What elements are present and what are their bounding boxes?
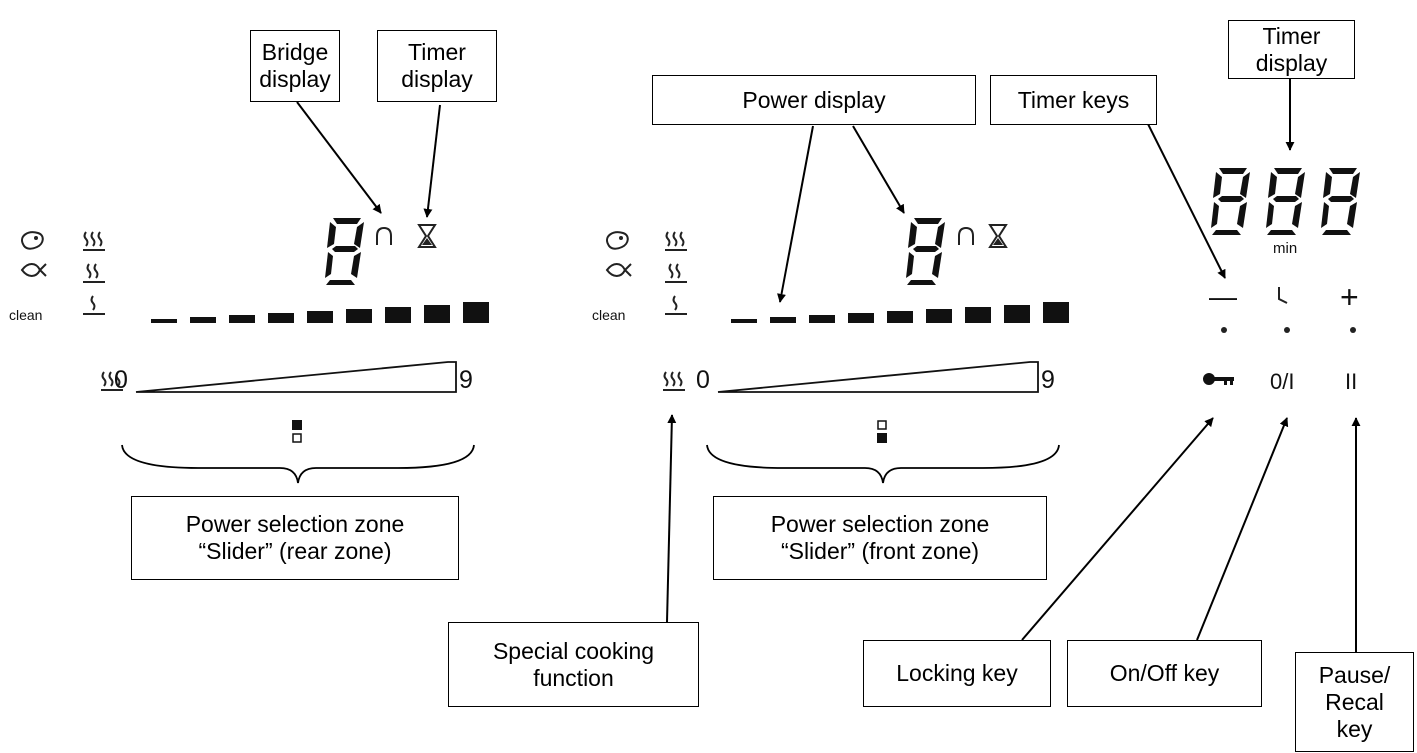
callout-timer-keys: Timer keys — [990, 75, 1157, 125]
heat-low-icon — [83, 295, 105, 315]
timer-digit — [1211, 168, 1250, 235]
callout-pause-key: Pause/ Recal key — [1295, 652, 1414, 752]
pause-symbol: II — [1345, 369, 1358, 394]
clean-label: clean — [592, 307, 626, 323]
fish-icon — [20, 263, 47, 277]
zone-indicator-icon — [292, 420, 302, 443]
timer-digit — [1266, 168, 1305, 235]
callout-timer-display: Timer display — [377, 30, 497, 102]
callout-power-selection-front: Power selection zone “Slider” (front zon… — [713, 496, 1047, 580]
arrow-power-1 — [777, 125, 814, 303]
brace-rear — [121, 444, 475, 484]
indicator-dot — [1221, 327, 1227, 333]
callout-power-display: Power display — [652, 75, 976, 125]
scale-max: 9 — [1041, 366, 1055, 394]
scale-min: 0 — [114, 366, 128, 394]
power-level-bars — [151, 302, 489, 323]
callout-timer-display: Timer display — [1228, 20, 1355, 79]
callout-special-cooking: Special cooking function — [448, 622, 699, 707]
front-zone-panel — [605, 218, 1069, 443]
callout-power-selection-rear: Power selection zone “Slider” (rear zone… — [131, 496, 459, 580]
rear-zone-panel — [20, 218, 489, 443]
power-level-bars — [731, 302, 1069, 323]
arrow-timer-left — [423, 104, 441, 218]
onoff-symbol: 0/I — [1270, 369, 1295, 394]
arrow-power-2 — [852, 125, 905, 214]
minus-key: — — [1209, 281, 1237, 312]
bridge-icon — [376, 226, 392, 245]
heat-medium-icon — [83, 263, 105, 283]
power-digit — [906, 218, 945, 285]
arrow-timer-keys — [1144, 117, 1226, 279]
arrow-locking — [1021, 417, 1214, 641]
brace-front — [706, 444, 1060, 484]
arrow-onoff — [1196, 417, 1289, 641]
callout-onoff-key: On/Off key — [1067, 640, 1262, 707]
arrow-bridge — [296, 101, 382, 214]
bridge-icon — [958, 226, 974, 245]
heat-low-icon — [665, 295, 687, 315]
callout-bridge-display: Bridge display — [250, 30, 340, 102]
scale-max: 9 — [459, 366, 473, 394]
heat-high-icon — [663, 371, 685, 391]
callout-arrows — [296, 78, 1361, 652]
scale-min: 0 — [696, 366, 710, 394]
power-slider — [717, 361, 1039, 393]
heat-medium-icon — [665, 263, 687, 283]
timer-unit: min — [1273, 240, 1298, 257]
heat-high-icon — [101, 371, 123, 391]
heat-high-icon — [665, 231, 687, 251]
callout-locking-key: Locking key — [863, 640, 1051, 707]
timer-panel — [1203, 168, 1360, 385]
clean-label: clean — [9, 307, 43, 323]
indicator-dot — [1350, 327, 1356, 333]
arrow-special — [666, 414, 677, 623]
plus-key: + — [1340, 279, 1359, 315]
meat-icon — [606, 231, 629, 250]
key-icon — [1203, 373, 1234, 385]
fish-icon — [605, 263, 632, 277]
hourglass-icon — [417, 224, 437, 248]
indicator-dot — [1284, 327, 1290, 333]
meat-icon — [21, 231, 44, 250]
heat-high-icon — [83, 231, 105, 251]
zone-indicator-icon — [877, 420, 887, 443]
hourglass-icon — [988, 224, 1008, 248]
power-digit — [325, 218, 364, 285]
timer-digit — [1321, 168, 1360, 235]
clock-icon — [1278, 287, 1288, 304]
power-slider — [135, 361, 457, 393]
